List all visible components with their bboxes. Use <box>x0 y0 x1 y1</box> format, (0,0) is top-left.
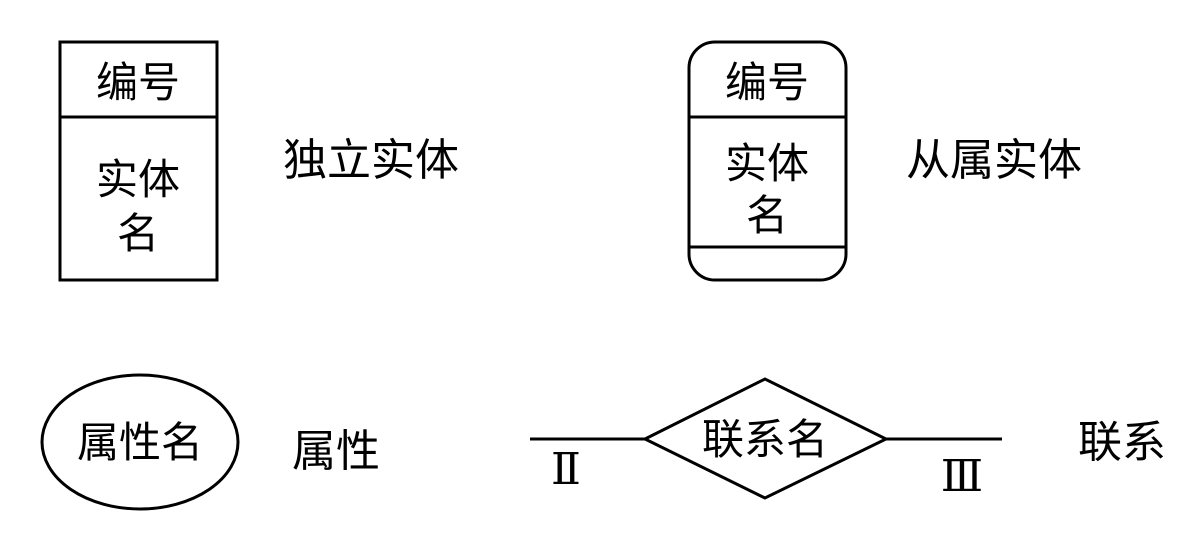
relationship-label: 联系 <box>1078 417 1166 468</box>
dependent-entity-box <box>687 40 848 282</box>
dependent-entity-name-line2: 名 <box>746 191 788 240</box>
dependent-entity-id-text: 编号 <box>725 58 809 107</box>
dependent-entity-symbol: 编号 实体 名 <box>687 40 848 282</box>
dependent-entity-label: 从属实体 <box>906 135 1082 186</box>
relationship-diamond <box>641 377 890 500</box>
relationship-right-marker: Ⅲ <box>941 451 983 502</box>
attribute-symbol: 属性名 <box>40 373 240 511</box>
relationship-left-marker: Ⅱ <box>551 444 581 495</box>
attribute-shape-text: 属性名 <box>77 418 203 467</box>
independent-entity-box <box>58 40 219 282</box>
independent-entity-name-line1: 实体 <box>96 155 180 204</box>
relationship-symbol: 联系名 Ⅱ Ⅲ <box>530 377 1002 502</box>
dependent-entity-name-line1: 实体 <box>725 139 809 188</box>
attribute-ellipse <box>40 373 240 511</box>
independent-entity-id-text: 编号 <box>96 58 180 107</box>
attribute-label: 属性 <box>292 426 380 477</box>
independent-entity-symbol: 编号 实体 名 <box>58 40 219 282</box>
relationship-shape-text: 联系名 <box>702 415 828 464</box>
independent-entity-name-line2: 名 <box>117 209 159 258</box>
independent-entity-label: 独立实体 <box>283 135 459 186</box>
